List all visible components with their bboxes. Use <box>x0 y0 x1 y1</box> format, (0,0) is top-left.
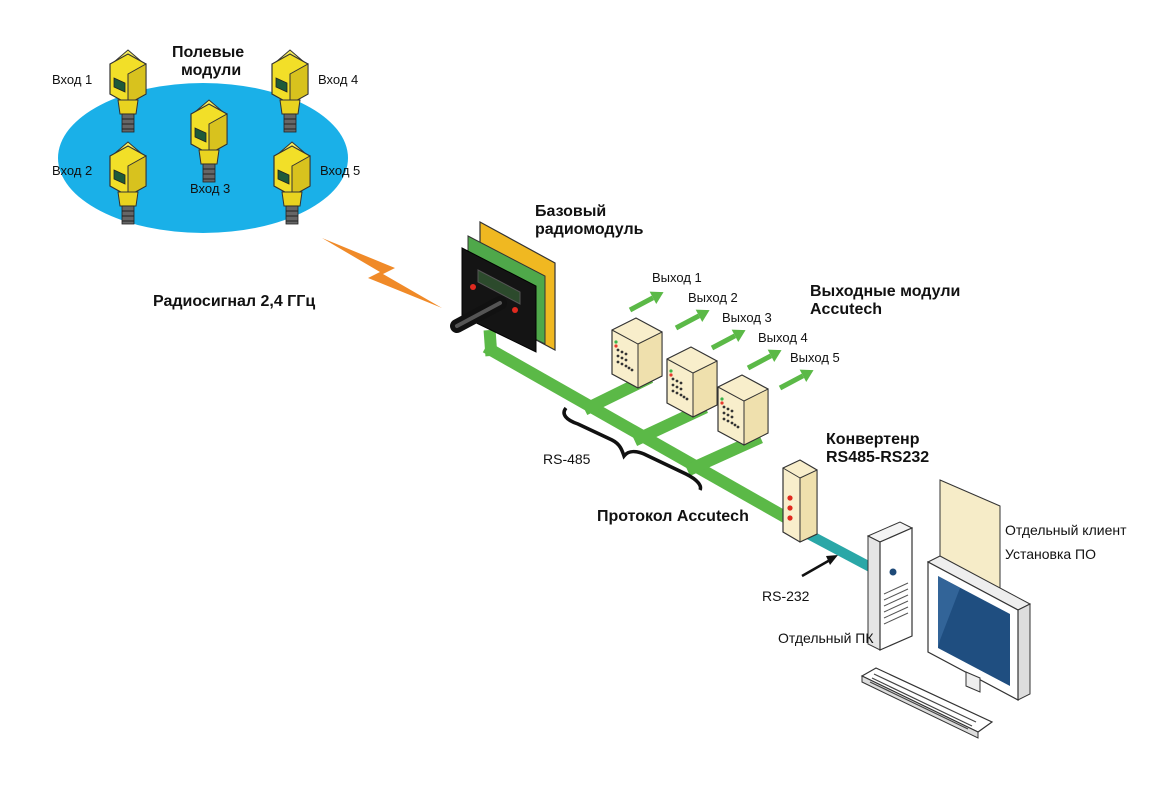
pc-tower <box>866 521 914 651</box>
client-label: Отдельный клиент Установка ПО <box>1005 518 1127 566</box>
rs232-pointer-arrow <box>801 555 838 578</box>
rs232-label: RS-232 <box>762 588 810 604</box>
rs485-rs232-converter <box>782 459 818 543</box>
output-label-2: Выход 2 <box>688 290 738 305</box>
output-label-3: Выход 3 <box>722 310 772 325</box>
rs485-label: RS-485 <box>543 451 591 467</box>
field-modules-title-line1: Полевые <box>172 44 245 61</box>
rs232-cable <box>805 529 875 573</box>
converter-title: Конвертенр RS485-RS232 <box>826 431 929 467</box>
client-workstation <box>860 479 1032 739</box>
output-arrows <box>628 291 814 391</box>
base-radio-module <box>450 220 556 353</box>
input-label-2: Вход 2 <box>52 163 93 178</box>
radio-bolt-icon <box>322 238 442 308</box>
output-modules-title-line1: Выходные модули <box>810 283 961 300</box>
output-label-1: Выход 1 <box>652 270 702 285</box>
field-modules-title: Полевые модули <box>172 44 244 80</box>
base-module-title-line1: Базовый <box>535 203 607 220</box>
output-module-3 <box>717 374 769 446</box>
field-modules-title-line2: модули <box>180 62 242 79</box>
converter-title-line2: RS485-RS232 <box>826 449 930 466</box>
base-module-title-line2: радиомодуль <box>535 221 644 238</box>
input-label-5: Вход 5 <box>320 163 361 178</box>
output-module-2 <box>666 346 718 418</box>
protocol-label: Протокол Accutech <box>597 508 749 525</box>
input-label-3: Вход 3 <box>190 181 231 196</box>
input-label-4: Вход 4 <box>318 72 359 87</box>
converter-title-line1: Конвертенр <box>826 431 920 448</box>
output-module-1 <box>611 317 663 389</box>
rs485-brace <box>562 406 703 491</box>
input-label-1: Вход 1 <box>52 72 93 87</box>
radio-signal-label: Радиосигнал 2,4 ГГц <box>153 293 316 310</box>
output-label-5: Выход 5 <box>790 350 840 365</box>
client-label-line1: Отдельный клиент <box>1005 522 1127 538</box>
output-modules-title-line2: Accutech <box>810 301 883 318</box>
separate-pc-label: Отдельный ПК <box>778 630 874 646</box>
client-label-line2: Установка ПО <box>1005 546 1097 562</box>
output-label-4: Выход 4 <box>758 330 808 345</box>
output-modules-title: Выходные модули Accutech <box>810 283 960 319</box>
base-module-title: Базовый радиомодуль <box>535 203 643 239</box>
